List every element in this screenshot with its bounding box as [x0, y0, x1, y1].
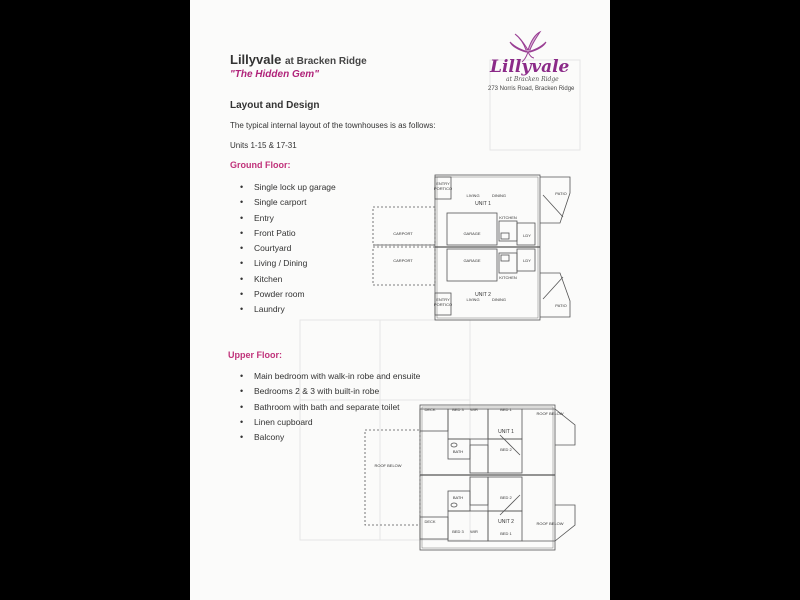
list-item: Front Patio	[240, 226, 336, 242]
list-item: Bathroom with bath and separate toilet	[240, 400, 420, 416]
plan-label: DINING	[492, 193, 506, 198]
logo-subtitle: at Bracken Ridge	[506, 76, 559, 83]
plan-label: LDY	[523, 258, 531, 263]
logo-address: 273 Norris Road, Bracken Ridge	[488, 86, 575, 92]
plan-label: GARAGE	[463, 258, 480, 263]
list-item: Linen cupboard	[240, 415, 420, 431]
plan-label: KITCHEN	[499, 275, 517, 280]
plan-label: WIR	[470, 529, 478, 534]
plan-label: PATIO	[555, 303, 566, 308]
plan-label: UNIT 1	[498, 429, 514, 435]
lily-flower-icon	[509, 30, 547, 63]
plan-label: PORTICO	[434, 186, 452, 191]
list-item: Courtyard	[240, 241, 336, 257]
plan-label: BED 3	[452, 529, 464, 534]
list-item: Entry	[240, 211, 336, 227]
plan-label: ENTRY	[436, 297, 450, 302]
plan-label: BATH	[453, 495, 463, 500]
list-item: Single carport	[240, 195, 336, 211]
list-item: Single lock up garage	[240, 180, 336, 196]
plan-label: PATIO	[555, 191, 566, 196]
plan-label: UNIT 2	[475, 292, 491, 298]
ground-floor-list: Single lock up garage Single carport Ent…	[240, 180, 336, 318]
plan-label: ENTRY	[436, 181, 450, 186]
list-item: Kitchen	[240, 272, 336, 288]
plan-label: ROOF BELOW	[374, 463, 401, 468]
upper-floor-plan: DECK BED 3 WIR BED 1 ROOF BELOW UNIT 1 B…	[364, 404, 576, 551]
list-item: Laundry	[240, 302, 336, 318]
tagline: "The Hidden Gem"	[230, 69, 319, 80]
logo-wordmark: Lillyvale	[490, 57, 570, 77]
plan-label: WIR	[470, 407, 478, 412]
list-item: Powder room	[240, 287, 336, 303]
plan-label: LIVING	[466, 193, 479, 198]
section-heading: Layout and Design	[230, 100, 320, 111]
units-text: Units 1-15 & 17-31	[230, 141, 297, 150]
plan-label: UNIT 2	[498, 519, 514, 525]
plan-label: BATH	[453, 449, 463, 454]
plan-label: ROOF BELOW	[536, 521, 563, 526]
list-item: Main bedroom with walk-in robe and ensui…	[240, 369, 420, 385]
plan-label: BED 1	[500, 407, 512, 412]
plan-label: LIVING	[466, 297, 479, 302]
plan-label: DINING	[492, 297, 506, 302]
ground-floor-heading: Ground Floor:	[230, 160, 291, 170]
plan-label: PORTICO	[434, 302, 452, 307]
plan-label: GARAGE	[463, 231, 480, 236]
plan-label: ROOF BELOW	[536, 411, 563, 416]
list-item: Balcony	[240, 430, 420, 446]
list-item: Bedrooms 2 & 3 with built-in robe	[240, 384, 420, 400]
document-page: Lillyvale at Bracken Ridge "The Hidden G…	[190, 0, 610, 600]
plan-label: CARPORT	[393, 258, 413, 263]
plan-label: DECK	[424, 407, 435, 412]
intro-text: The typical internal layout of the townh…	[230, 121, 436, 130]
upper-floor-list: Main bedroom with walk-in robe and ensui…	[240, 369, 420, 446]
plan-label: LDY	[523, 233, 531, 238]
plan-label: KITCHEN	[499, 215, 517, 220]
plan-label: UNIT 1	[475, 201, 491, 207]
list-item: Living / Dining	[240, 256, 336, 272]
page-title: Lillyvale at Bracken Ridge	[230, 52, 367, 67]
plan-label: BED 3	[452, 407, 464, 412]
plan-label: CARPORT	[393, 231, 413, 236]
plan-label: BED 2	[500, 447, 512, 452]
plan-label: BED 2	[500, 495, 512, 500]
plan-label: BED 1	[500, 531, 512, 536]
ground-floor-plan: ENTRY PORTICO LIVING DINING PATIO UNIT 1…	[372, 174, 571, 321]
upper-floor-heading: Upper Floor:	[228, 350, 282, 360]
plan-label: DECK	[424, 519, 435, 524]
